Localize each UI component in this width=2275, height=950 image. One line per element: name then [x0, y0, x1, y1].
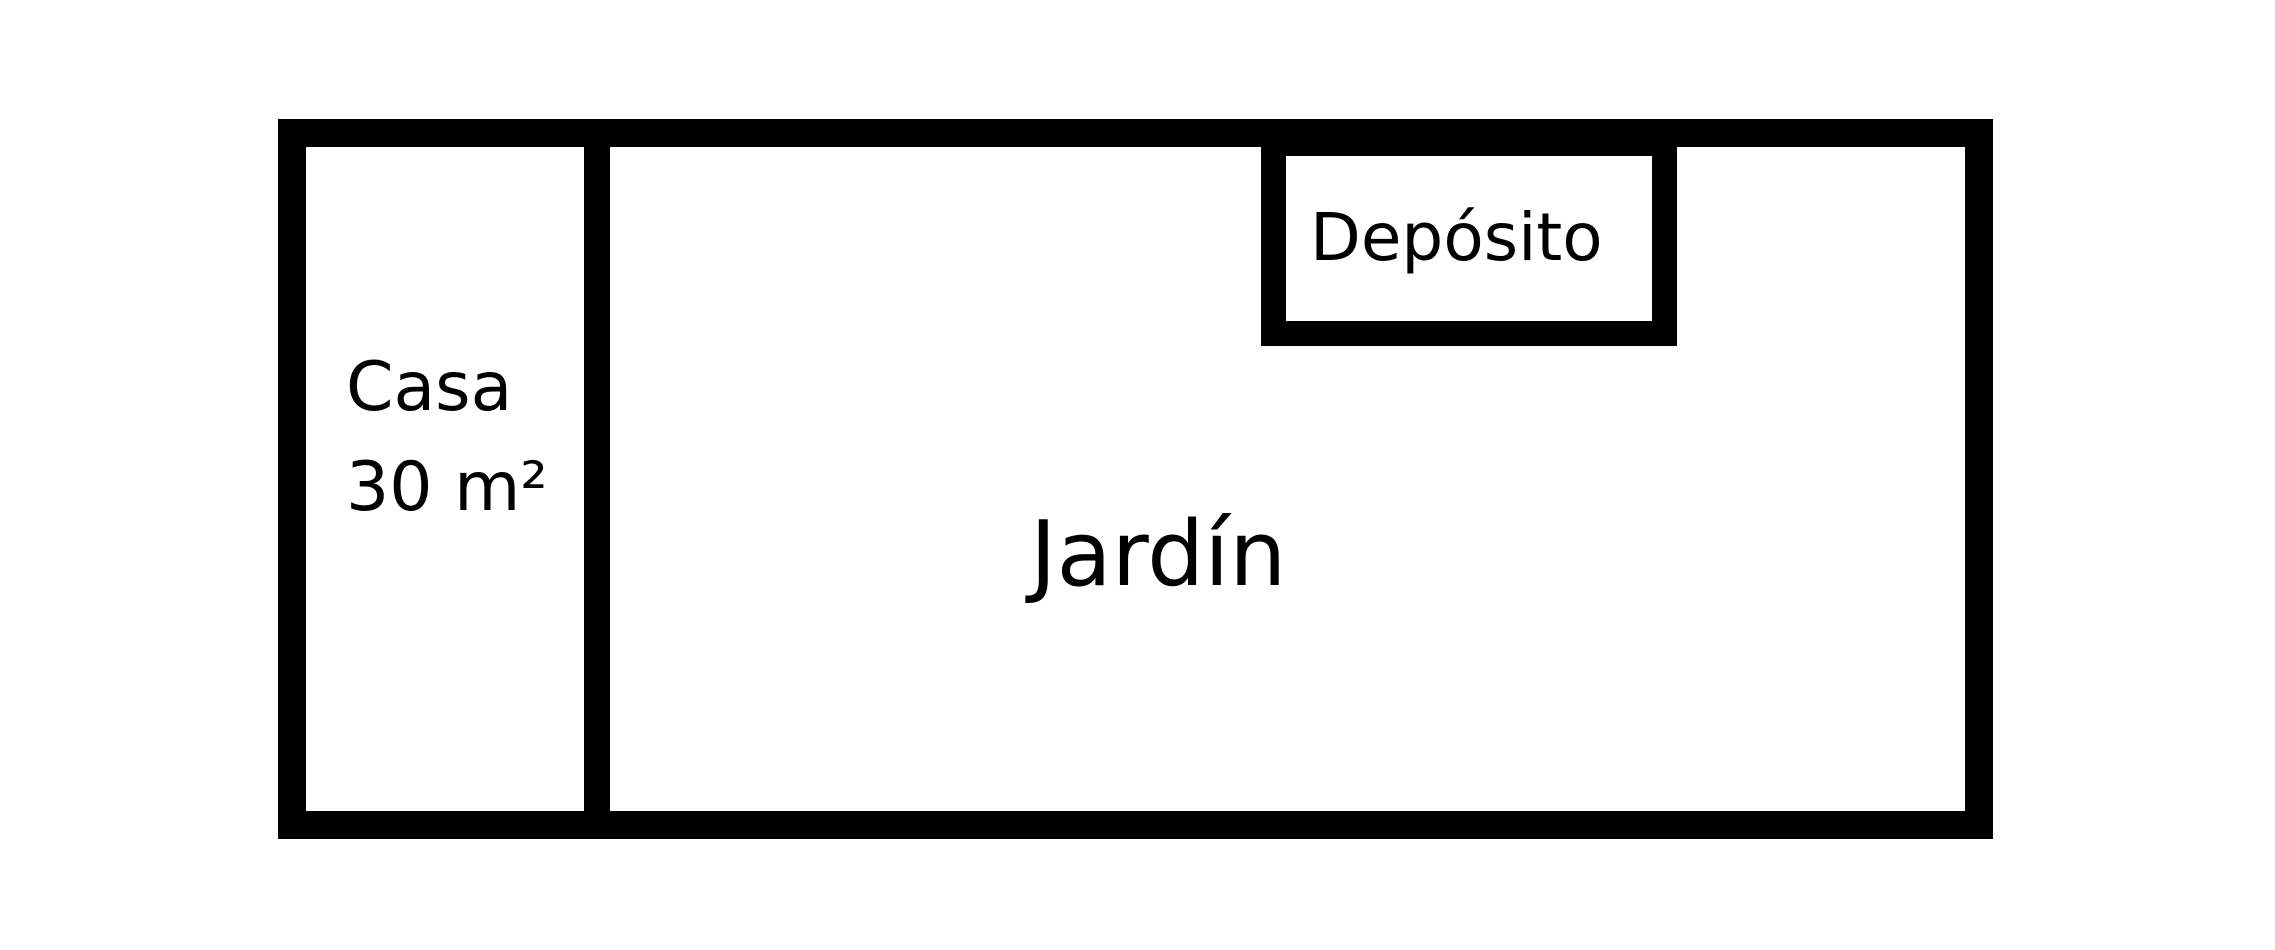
casa-name: Casa: [346, 348, 513, 427]
casa-dividing-wall: [584, 131, 610, 831]
deposito-room: [1261, 131, 1677, 346]
jardin-label: Jardín: [1030, 502, 1287, 607]
casa-label: Casa 30 m²: [346, 338, 548, 538]
deposito-label: Depósito: [1310, 199, 1603, 276]
casa-area: 30 m²: [346, 448, 548, 527]
property-outline: [278, 119, 1993, 839]
